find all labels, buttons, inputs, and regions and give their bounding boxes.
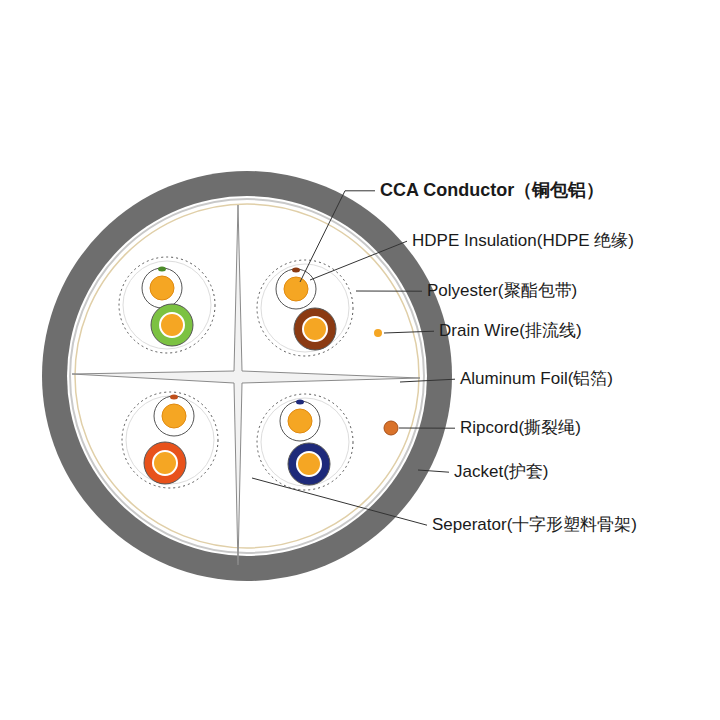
part-label: Polyester(聚酯包带) bbox=[427, 281, 577, 301]
pair-outline bbox=[122, 392, 218, 488]
color-stripe bbox=[170, 395, 178, 400]
leader-line bbox=[384, 331, 434, 333]
pair-tape bbox=[126, 396, 214, 484]
cca-conductor bbox=[303, 317, 327, 341]
part-label: Ripcord(撕裂绳) bbox=[460, 418, 581, 438]
pair-outline bbox=[257, 394, 353, 490]
cca-conductor bbox=[284, 277, 308, 301]
hdpe-insulation bbox=[142, 268, 182, 308]
hdpe-insulation bbox=[276, 269, 316, 309]
ripcord bbox=[384, 421, 398, 435]
hdpe-insulation bbox=[280, 401, 320, 441]
hdpe-insulation bbox=[154, 396, 194, 436]
cca-conductor bbox=[288, 409, 312, 433]
jacket-ring bbox=[42, 171, 452, 581]
part-label: Aluminum Foil(铝箔) bbox=[460, 369, 613, 389]
twisted-pair bbox=[119, 257, 215, 353]
leader-line bbox=[310, 241, 407, 280]
leader-line bbox=[400, 379, 455, 382]
pair-tape bbox=[261, 264, 349, 352]
part-label: Jacket(护套) bbox=[454, 462, 548, 482]
pair-tape bbox=[123, 261, 211, 349]
pair-tape bbox=[261, 398, 349, 486]
part-label: HDPE Insulation(HDPE 绝缘) bbox=[412, 231, 634, 251]
hdpe-insulation bbox=[288, 443, 330, 485]
cca-conductor bbox=[297, 452, 321, 476]
color-stripe bbox=[292, 268, 300, 273]
hdpe-insulation bbox=[294, 308, 336, 350]
leader-line bbox=[399, 428, 455, 429]
cca-conductor bbox=[162, 404, 186, 428]
part-label: CCA Conductor（铜包铝） bbox=[380, 180, 604, 202]
cca-conductor bbox=[150, 276, 174, 300]
cca-conductor bbox=[153, 451, 177, 475]
color-stripe bbox=[158, 267, 166, 272]
hdpe-insulation bbox=[151, 304, 193, 346]
color-stripe bbox=[296, 400, 304, 405]
leader-line bbox=[356, 291, 422, 292]
twisted-pair bbox=[122, 392, 218, 488]
part-label: Drain Wire(排流线) bbox=[439, 321, 582, 341]
cca-conductor bbox=[160, 313, 184, 337]
leader-line bbox=[300, 191, 375, 282]
leader-line bbox=[252, 478, 427, 525]
twisted-pair bbox=[257, 260, 353, 356]
pair-outline bbox=[257, 260, 353, 356]
pair-outline bbox=[119, 257, 215, 353]
part-label: Seperator(十字形塑料骨架) bbox=[432, 515, 637, 535]
drain-wire bbox=[374, 329, 382, 337]
cross-separator bbox=[72, 205, 420, 565]
leader-line bbox=[418, 470, 449, 472]
hdpe-insulation bbox=[144, 442, 186, 484]
twisted-pair bbox=[257, 394, 353, 490]
